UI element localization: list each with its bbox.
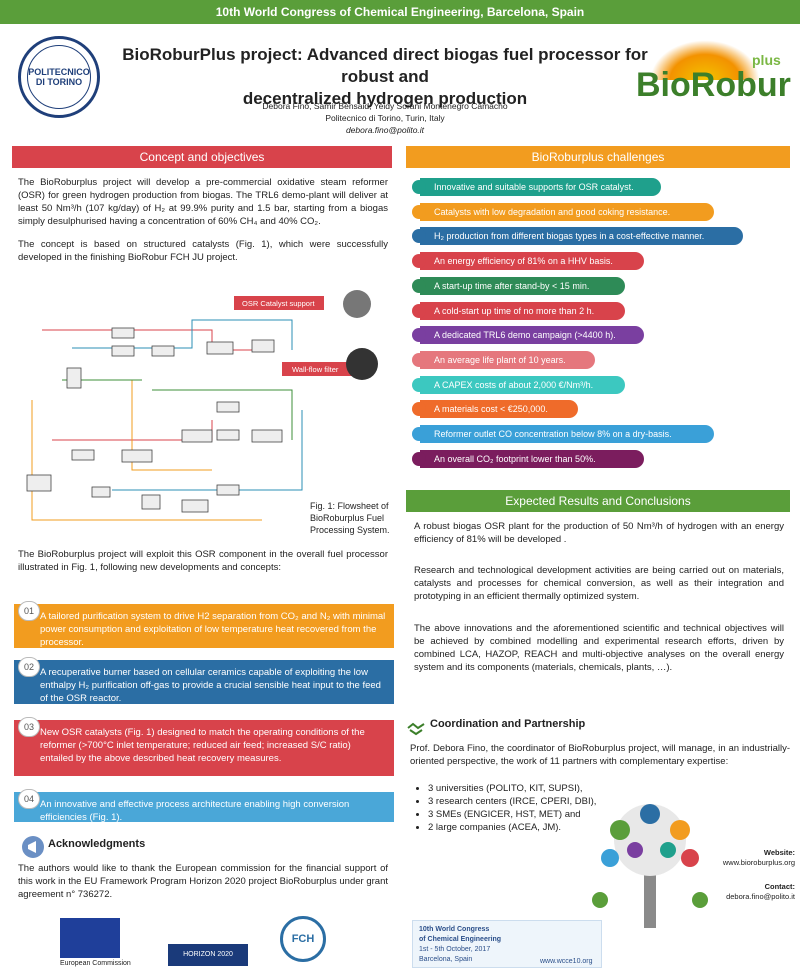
handshake-icon — [407, 722, 425, 736]
wcce10-line-2: of Chemical Engineering — [419, 936, 502, 943]
development-badge-4: 04 — [18, 789, 40, 809]
partners-item: 2 large companies (ACEA, JM). — [428, 821, 614, 834]
polito-logo-text: POLITECNICO DI TORINO — [27, 45, 91, 109]
challenge-item: An energy efficiency of 81% on a HHV bas… — [412, 252, 644, 270]
development-badge-3: 03 — [18, 717, 40, 737]
polito-logo: POLITECNICO DI TORINO — [18, 36, 100, 118]
concept-heading: Concept and objectives — [12, 146, 392, 168]
contact-email[interactable]: debora.fino@polito.it — [726, 892, 795, 901]
biorobur-logo-main: BioRobur — [636, 66, 791, 104]
author-affiliation: Politecnico di Torino, Turin, Italy — [325, 113, 445, 123]
author-email: debora.fino@polito.it — [345, 125, 425, 135]
development-item-3: New OSR catalysts (Fig. 1) designed to m… — [14, 720, 394, 776]
flame-icon — [650, 40, 760, 80]
wcce10-dates: 1st - 5th October, 2017 — [419, 946, 491, 953]
wall-flow-label: Wall-flow filter — [292, 365, 339, 374]
title-line-1: BioRoburPlus project: Advanced direct bi… — [122, 45, 648, 86]
wcce10-line-1: 10th World Congress — [419, 926, 490, 933]
wcce10-banner: 10th World Congress of Chemical Engineer… — [412, 920, 602, 968]
author-names: Debora Fino, Samir Bensaid, Yeidy Sorani… — [262, 101, 508, 111]
development-item-4: An innovative and effective process arch… — [14, 792, 394, 823]
results-heading: Expected Results and Conclusions — [406, 490, 790, 512]
website-label: Website: — [763, 848, 795, 857]
poster-title: BioRoburPlus project: Advanced direct bi… — [120, 44, 650, 110]
website-block: Website: www.bioroburplus.org — [710, 848, 795, 868]
challenge-item: Catalysts with low degradation and good … — [412, 203, 714, 221]
figure-caption: Fig. 1: Flowsheet of BioRoburplus Fuel P… — [310, 501, 390, 535]
concept-paragraph-1: The BioRoburplus project will develop a … — [18, 177, 388, 227]
challenge-item: Innovative and suitable supports for OSR… — [412, 178, 661, 196]
results-paragraph-2: Research and technological development a… — [414, 565, 784, 602]
contact-label: Contact: — [764, 882, 795, 891]
biorobur-logo-plus: plus — [752, 52, 781, 68]
coordination-heading: Coordination and Partnership — [430, 718, 586, 730]
partners-item: 3 universities (POLITO, KIT, SUPSI), — [428, 782, 614, 795]
flowsheet-diagram: OSR Catalyst support Wall-flow filter — [12, 290, 392, 540]
authors-block: Debora Fino, Samir Bensaid, Yeidy Sorani… — [170, 100, 600, 136]
concept-paragraph-3: The BioRoburplus project will exploit th… — [18, 549, 388, 573]
partners-item: 3 SMEs (ENGICER, HST, MET) and — [428, 808, 614, 821]
challenges-heading: BioRoburplus challenges — [406, 146, 790, 168]
contact-block: Contact: debora.fino@polito.it — [710, 882, 795, 902]
development-item-2: A recuperative burner based on cellular … — [14, 660, 394, 704]
development-badge-1: 01 — [18, 601, 40, 621]
congress-banner: 10th World Congress of Chemical Engineer… — [0, 0, 800, 24]
partners-item: 3 research centers (IRCE, CPERI, DBI), — [428, 795, 614, 808]
concept-paragraph-2: The concept is based on structured catal… — [18, 239, 388, 263]
development-item-1: A tailored purification system to drive … — [14, 604, 394, 648]
challenge-item: An average life plant of 10 years. — [412, 351, 595, 369]
challenge-item: A CAPEX costs of about 2,000 €/Nm³/h. — [412, 376, 625, 394]
results-paragraph-1: A robust biogas OSR plant for the produc… — [414, 521, 784, 545]
ack-heading: Acknowledgments — [48, 838, 146, 850]
challenge-item: A start-up time after stand-by < 15 min. — [412, 277, 625, 295]
fch-logo: FCH — [280, 916, 326, 962]
eu-flag-logo — [60, 918, 120, 958]
eu-label: European Commission — [60, 960, 131, 967]
megaphone-icon — [22, 836, 44, 858]
challenge-item: Reformer outlet CO concentration below 8… — [412, 425, 714, 443]
wcce10-city: Barcelona, Spain — [419, 956, 473, 963]
coordination-intro: Prof. Debora Fino, the coordinator of Bi… — [410, 743, 790, 767]
partners-list: 3 universities (POLITO, KIT, SUPSI), 3 r… — [414, 782, 614, 834]
wcce10-url[interactable]: www.wcce10.org — [540, 958, 593, 965]
partners-tree-graphic — [592, 804, 708, 928]
challenge-item: A dedicated TRL6 demo campaign (>4400 h)… — [412, 326, 644, 344]
website-link[interactable]: www.bioroburplus.org — [722, 858, 795, 867]
results-paragraph-3: The above innovations and the aforementi… — [414, 623, 784, 673]
challenge-item: An overall CO₂ footprint lower than 50%. — [412, 450, 644, 468]
horizon-2020-logo: HORIZON 2020 — [168, 944, 248, 966]
osr-catalyst-label: OSR Catalyst support — [242, 299, 315, 308]
title-line-2: decentralized hydrogen production — [242, 89, 528, 108]
ack-text: The authors would like to thank the Euro… — [18, 863, 388, 900]
development-badge-2: 02 — [18, 657, 40, 677]
challenge-item: H₂ production from different biogas type… — [412, 227, 743, 245]
challenge-item: A cold-start up time of no more than 2 h… — [412, 302, 625, 320]
challenge-item: A materials cost < €250,000. — [412, 400, 578, 418]
biorobur-logo: BioRobur plus — [630, 40, 791, 120]
